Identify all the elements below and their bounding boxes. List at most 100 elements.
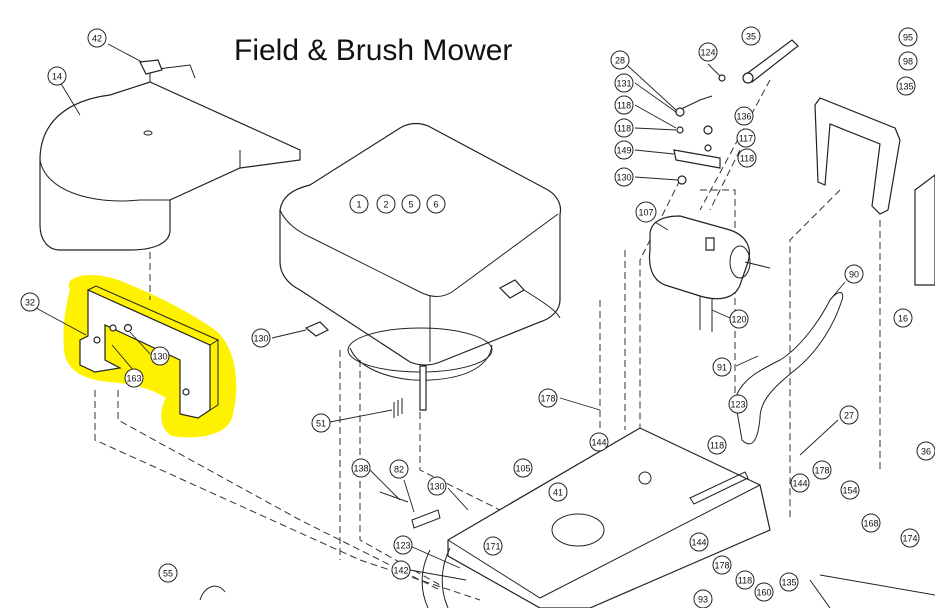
callout-number: 14 bbox=[52, 72, 62, 82]
callout-circle bbox=[728, 394, 748, 414]
callout-number: 160 bbox=[756, 588, 771, 598]
callout-number: 98 bbox=[903, 57, 913, 67]
part-callout-149: 149 bbox=[614, 140, 634, 160]
part-callout-5: 5 bbox=[401, 194, 421, 214]
callout-number: 42 bbox=[92, 34, 102, 44]
callout-circle bbox=[844, 264, 864, 284]
callout-number: 41 bbox=[553, 488, 563, 498]
callout-number: 178 bbox=[814, 466, 829, 476]
part-callout-124: 124 bbox=[698, 42, 718, 62]
callout-circle bbox=[311, 413, 331, 433]
callout-number: 90 bbox=[849, 270, 859, 280]
main-housing-part bbox=[279, 122, 562, 411]
part-callout-35: 35 bbox=[741, 26, 761, 46]
callout-number: 138 bbox=[353, 464, 368, 474]
part-callout-135: 135 bbox=[779, 572, 799, 592]
callout-number: 124 bbox=[700, 48, 715, 58]
part-callout-32: 32 bbox=[20, 292, 40, 312]
callout-number: 120 bbox=[731, 315, 746, 325]
callout-number: 123 bbox=[730, 400, 745, 410]
callout-circle bbox=[349, 194, 369, 214]
callout-number: 163 bbox=[126, 374, 141, 384]
callout-number: 95 bbox=[903, 33, 913, 43]
callout-number: 130 bbox=[152, 352, 167, 362]
callout-circle bbox=[427, 476, 447, 496]
callout-number: 36 bbox=[921, 447, 931, 457]
part-callout-142: 142 bbox=[391, 560, 411, 580]
callout-circle bbox=[158, 563, 178, 583]
part-callout-55: 55 bbox=[158, 563, 178, 583]
callout-circle bbox=[124, 368, 144, 388]
callout-circle bbox=[712, 357, 732, 377]
part-callout-16: 16 bbox=[893, 308, 913, 328]
part-callout-123: 123 bbox=[393, 535, 413, 555]
part-callout-105: 105 bbox=[513, 458, 533, 478]
callout-circle bbox=[898, 51, 918, 71]
callout-number: 130 bbox=[429, 482, 444, 492]
part-callout-36: 36 bbox=[916, 441, 935, 461]
hardware-parts bbox=[304, 39, 799, 418]
deck-plate-part bbox=[199, 427, 935, 608]
part-callout-93: 93 bbox=[693, 589, 713, 608]
callout-number: 154 bbox=[842, 486, 857, 496]
callout-number: 118 bbox=[740, 154, 754, 164]
part-callout-135: 135 bbox=[896, 76, 916, 96]
callout-circle bbox=[741, 26, 761, 46]
callout-circle bbox=[251, 328, 271, 348]
part-callout-131: 131 bbox=[614, 73, 634, 93]
part-callout-144: 144 bbox=[689, 532, 709, 552]
handle-frame-part bbox=[814, 97, 935, 286]
motor-part bbox=[648, 215, 771, 332]
part-callout-130: 130 bbox=[614, 167, 634, 187]
part-callout-136: 136 bbox=[734, 106, 754, 126]
part-callout-95: 95 bbox=[898, 27, 918, 47]
callout-number: 118 bbox=[617, 101, 631, 111]
callout-circle bbox=[729, 309, 749, 329]
callout-number: 130 bbox=[616, 173, 631, 183]
callout-number: 27 bbox=[844, 411, 854, 421]
callout-circle bbox=[389, 459, 409, 479]
callout-number: 55 bbox=[163, 569, 173, 579]
part-callout-144: 144 bbox=[790, 473, 810, 493]
callout-circle bbox=[693, 589, 713, 608]
callout-circle bbox=[401, 194, 421, 214]
part-callout-42: 42 bbox=[87, 28, 107, 48]
callout-number: 107 bbox=[638, 208, 653, 218]
callout-number: 144 bbox=[792, 479, 807, 489]
callout-circle bbox=[614, 73, 634, 93]
callout-number: 93 bbox=[698, 595, 708, 605]
callout-circle bbox=[916, 441, 935, 461]
callout-number: 118 bbox=[738, 576, 752, 586]
callout-circle bbox=[734, 106, 754, 126]
part-callout-82: 82 bbox=[389, 459, 409, 479]
part-callout-2: 2 bbox=[376, 194, 396, 214]
part-callout-138: 138 bbox=[351, 458, 371, 478]
callout-circle bbox=[150, 346, 170, 366]
part-callout-123: 123 bbox=[728, 394, 748, 414]
part-callout-118: 118 bbox=[737, 148, 757, 168]
part-callout-41: 41 bbox=[548, 482, 568, 502]
callout-number: 174 bbox=[902, 534, 917, 544]
callout-circle bbox=[840, 480, 860, 500]
callout-circle bbox=[754, 582, 774, 602]
callout-circle bbox=[426, 194, 446, 214]
part-callout-163: 163 bbox=[124, 368, 144, 388]
callout-circle bbox=[513, 458, 533, 478]
callout-circle bbox=[698, 42, 718, 62]
part-callout-118: 118 bbox=[614, 95, 634, 115]
callout-number: 142 bbox=[393, 566, 408, 576]
callout-circle bbox=[861, 513, 881, 533]
part-callout-178: 178 bbox=[812, 460, 832, 480]
belt-part bbox=[734, 292, 844, 445]
callout-number: 135 bbox=[781, 578, 796, 588]
part-callout-118: 118 bbox=[707, 435, 727, 455]
callout-circle bbox=[689, 532, 709, 552]
callout-number: 28 bbox=[615, 56, 625, 66]
callout-circle bbox=[614, 118, 634, 138]
part-callout-130: 130 bbox=[427, 476, 447, 496]
part-callout-28: 28 bbox=[610, 50, 630, 70]
callout-circle bbox=[779, 572, 799, 592]
callout-number: 178 bbox=[540, 394, 555, 404]
